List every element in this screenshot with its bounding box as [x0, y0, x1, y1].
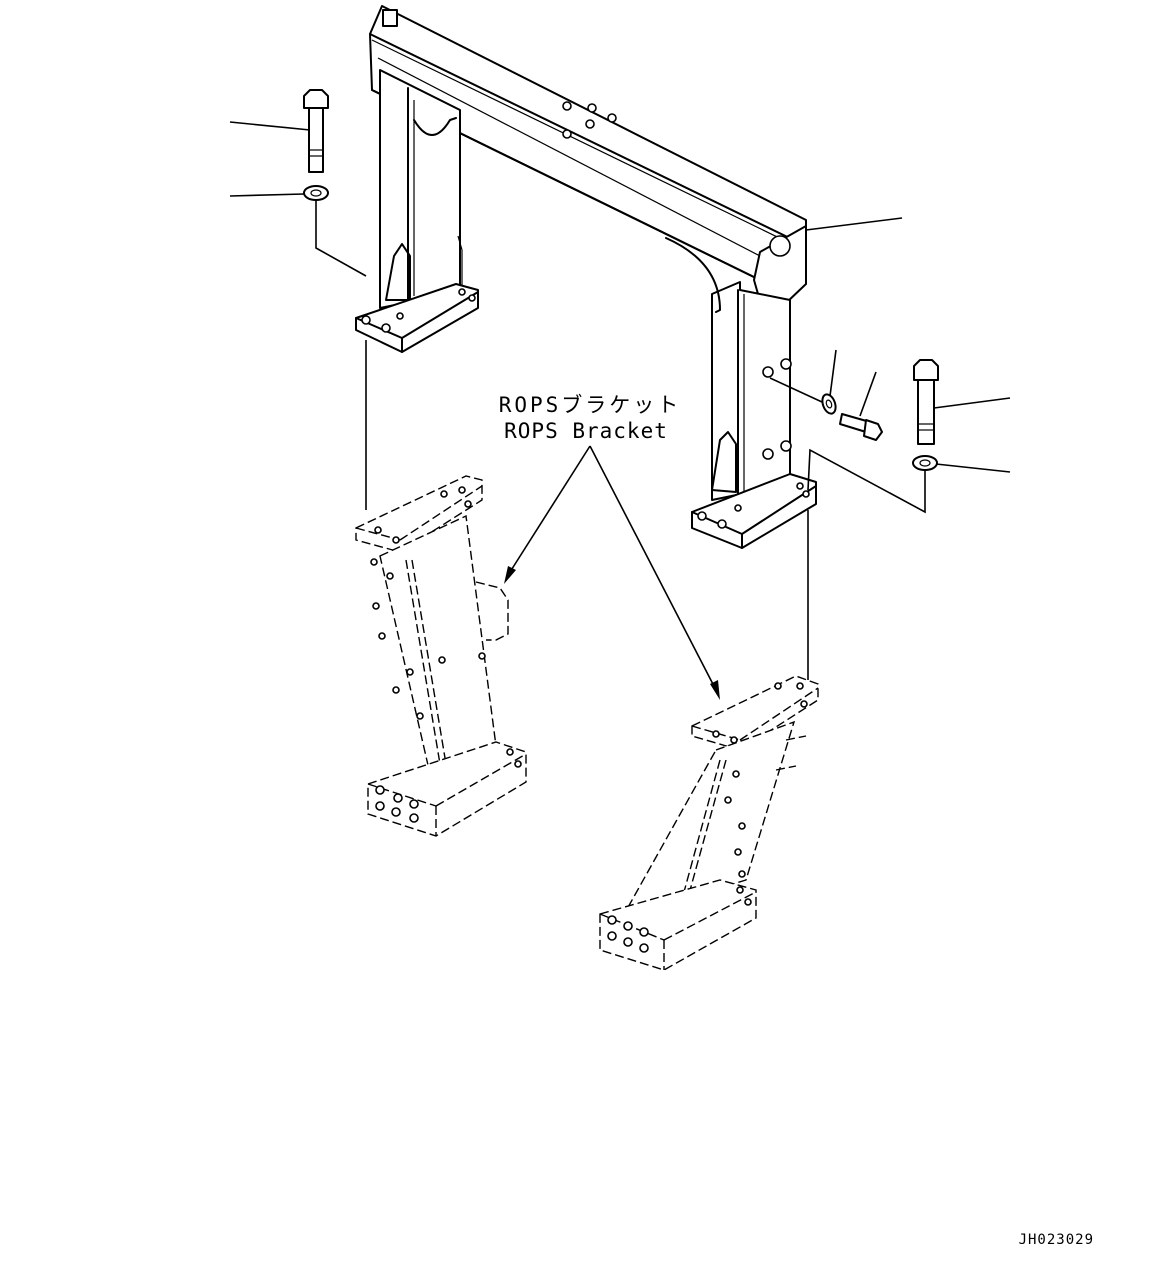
- rops-bracket-label-en: ROPS Bracket: [504, 419, 668, 443]
- bolt-left: [303, 89, 329, 173]
- right-post: [711, 281, 791, 501]
- right-base-plate: [691, 473, 817, 549]
- leader-lines: [229, 121, 1011, 700]
- bolt-right: [913, 359, 939, 445]
- washer-side: [821, 393, 837, 415]
- washer-right: [912, 455, 938, 471]
- drawing-code: JH023029: [1019, 1232, 1094, 1248]
- rops-bracket-right: [599, 675, 819, 971]
- rops-frame: [355, 5, 817, 549]
- left-base-plate: [355, 283, 479, 353]
- rops-bracket-label-jp: ROPSブラケット: [499, 393, 682, 417]
- washer-left: [303, 185, 329, 201]
- bolt-side: [839, 413, 883, 441]
- rops-bracket-left: [355, 475, 527, 837]
